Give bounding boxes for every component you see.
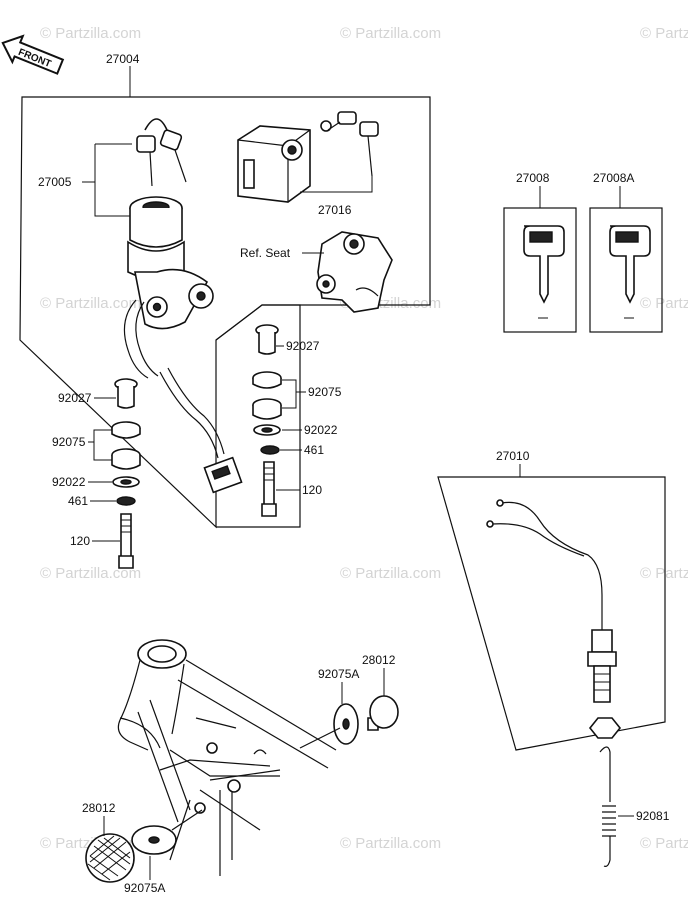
label-120-left: 120 [70, 534, 90, 548]
seat-catch [316, 231, 393, 313]
label-92081: 92081 [636, 809, 670, 823]
key-blank-27008 [503, 207, 577, 333]
label-92075a-bottom: 92075A [124, 881, 165, 895]
ignition-wire-harness [159, 367, 243, 494]
label-ref-seat: Ref. Seat [240, 246, 291, 260]
watermark: © Partzilla.com [640, 565, 688, 582]
switch-panel-outline [437, 476, 666, 751]
label-92022-left: 92022 [52, 475, 86, 489]
label-92027-right: 92027 [286, 339, 320, 353]
label-92027-left: 92027 [58, 391, 92, 405]
label-92075-right: 92075 [308, 385, 342, 399]
watermark: © Partzilla.com [640, 295, 688, 312]
watermark: © Partzilla.com [40, 565, 141, 582]
seat-lock [237, 125, 311, 203]
key-blank-27008a [589, 207, 663, 333]
label-461-left: 461 [68, 494, 88, 508]
ignition-switch [123, 196, 214, 379]
watermark: © Partzilla.com [340, 25, 441, 42]
label-27008a: 27008A [593, 171, 634, 185]
spring [599, 746, 616, 867]
label-28012-top: 28012 [362, 653, 396, 667]
watermark: © Partzilla.com [40, 295, 141, 312]
label-27008: 27008 [516, 171, 550, 185]
reflector-top [299, 695, 399, 749]
watermark: © Partzilla.com [640, 25, 688, 42]
label-27010: 27010 [496, 449, 530, 463]
label-92075-left: 92075 [52, 435, 86, 449]
watermark: © Partzilla.com [640, 835, 688, 852]
frame-section [117, 639, 337, 876]
label-92022-right: 92022 [304, 423, 338, 437]
label-120-right: 120 [302, 483, 322, 497]
left-fastener-stack [111, 378, 141, 569]
indicator-switch [486, 499, 622, 739]
watermark: © Partzilla.com [340, 565, 441, 582]
reflector-bottom [85, 809, 203, 883]
right-fastener-stack [252, 324, 282, 517]
label-27004: 27004 [106, 52, 140, 66]
label-27005: 27005 [38, 175, 72, 189]
ignition-sub-outline [215, 304, 301, 528]
label-28012-bottom: 28012 [82, 801, 116, 815]
label-27016: 27016 [318, 203, 352, 217]
watermark: © Partzilla.com [40, 25, 141, 42]
watermark: © Partzilla.com [340, 835, 441, 852]
seat-lock-keys [320, 111, 379, 177]
label-92075a-top: 92075A [318, 667, 359, 681]
label-461-right: 461 [304, 443, 324, 457]
ignition-key-set [136, 118, 187, 187]
